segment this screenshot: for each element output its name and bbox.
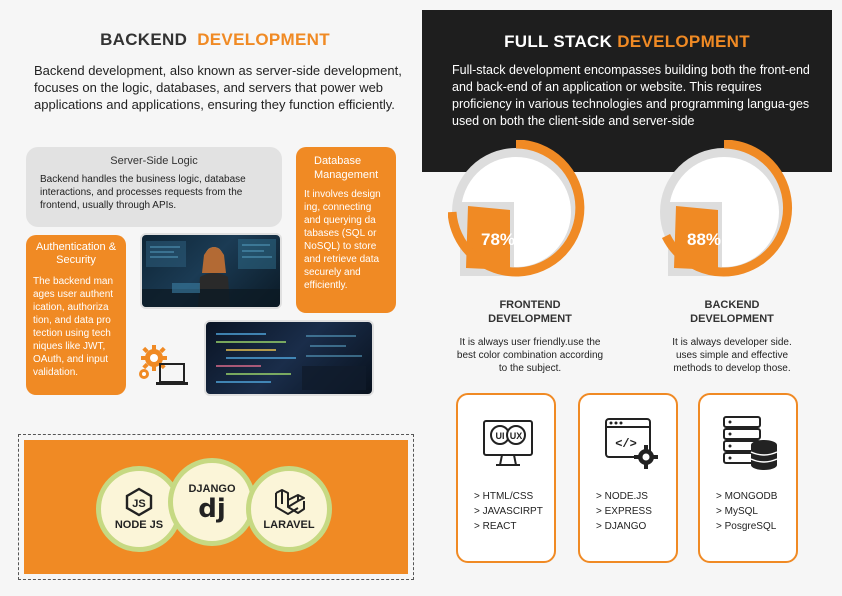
django-icon: dj [198,494,226,524]
title-word-fullstack: FULL STACK [504,32,613,51]
backend-description: Backend development, also known as serve… [34,63,402,112]
frontend-stat-desc: It is always user friendly.use the best … [456,337,604,374]
backend-stat-title: BACKEND DEVELOPMENT [690,299,774,325]
tech-django: DJANGO dj [168,458,256,546]
backend-tools-list: > NODE.JS > EXPRESS > DJANGO [596,489,652,534]
backend-stat-desc: It is always developer side. uses simple… [672,337,792,374]
tool-item: > PosgreSQL [716,521,777,532]
title-word-development: DEVELOPMENT [197,30,330,49]
server-side-logic-title: Server-Side Logic [110,155,198,167]
backend-stat-graphic [660,140,793,277]
backend-tools-card: </> > NODE.JS > EXPRESS > DJANGO [578,393,678,563]
tech-laravel: LARAVEL [246,466,332,552]
database-tools-card: > MONGODB > MySQL > PosgreSQL [698,393,798,563]
tech-label: DJANGO [188,483,236,495]
frontend-stat-title: FRONTEND DEVELOPMENT [488,299,572,325]
frontend-stat-graphic [448,140,585,277]
code-screen-photo [204,320,374,396]
frontend-percent: 78% [480,230,516,249]
fullstack-description: Full-stack development encompasses build… [452,63,810,128]
database-management-box: Database Management It involves design i… [296,147,396,313]
database-management-body: It involves design ing, connecting and q… [304,189,381,291]
authentication-body: The backend man ages user authent icatio… [33,276,114,378]
tech-stack-frame [18,434,414,580]
backend-percent: 88% [686,230,722,249]
database-tools-list: > MONGODB > MySQL > PosgreSQL [716,489,777,534]
svg-text:UX: UX [510,431,523,441]
developer-photo [140,233,282,309]
tech-label: LARAVEL [263,519,315,531]
server-side-logic-box: Server-Side Logic Backend handles the bu… [26,147,282,227]
tool-item: > EXPRESS [596,506,652,517]
fullstack-title: FULL STACK DEVELOPMENT [422,32,832,52]
backend-title: BACKEND DEVELOPMENT [0,30,430,50]
tool-item: > JAVASCIRPT [474,506,543,517]
svg-text:</>: </> [615,437,637,451]
svg-text:JS: JS [132,498,145,510]
server-side-logic-body: Backend handles the business logic, data… [40,174,246,211]
tool-item: > MySQL [716,506,758,517]
tool-item: > REACT [474,521,517,532]
authentication-box: Authentication & Security The backend ma… [26,235,126,395]
laravel-icon [275,489,305,515]
tool-item: > NODE.JS [596,491,648,502]
title-word-backend: BACKEND [100,30,188,49]
ui-ux-monitor-icon: UI UX [483,420,533,466]
tool-item: > HTML/CSS [474,491,534,502]
tech-label: NODE JS [114,519,164,531]
nodejs-icon: JS [125,487,153,517]
tool-item: > MONGODB [716,491,778,502]
authentication-title: Authentication & Security [35,241,117,266]
frontend-tools-list: > HTML/CSS > JAVASCIRPT > REACT [474,489,543,534]
database-management-title: Database Management [314,155,379,181]
database-server-icon [723,416,778,470]
code-gear-icon: </> [605,418,658,469]
frontend-tools-card: UI UX > HTML/CSS > JAVASCIRPT > REACT [456,393,556,563]
tech-nodejs: JS NODE JS [96,466,182,552]
gear-laptop-icon [136,344,192,395]
svg-text:UI: UI [496,431,505,441]
title-word-development: DEVELOPMENT [617,32,750,51]
fullstack-header-panel [422,10,832,172]
tool-item: > DJANGO [596,521,647,532]
